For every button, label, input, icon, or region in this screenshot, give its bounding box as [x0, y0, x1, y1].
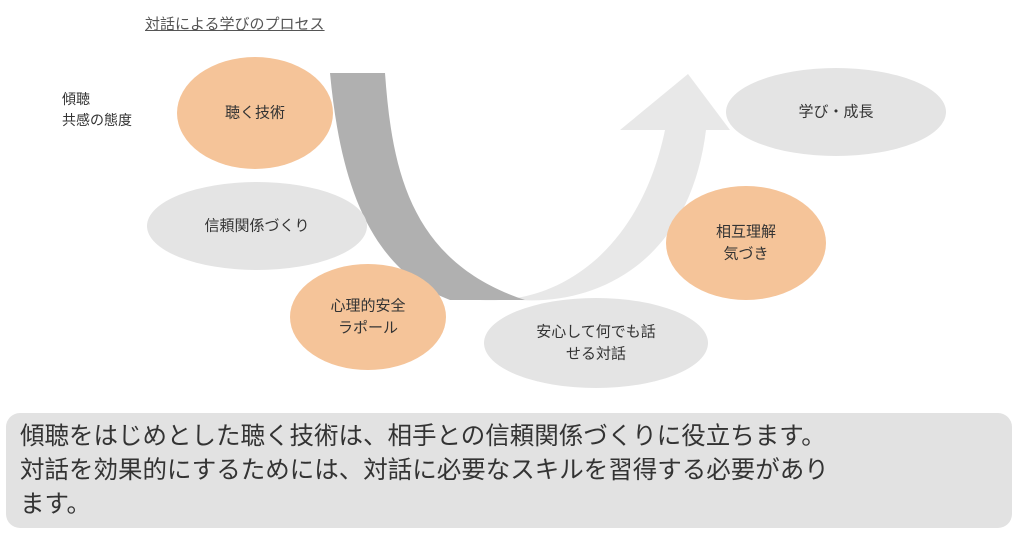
node-text: 信頼関係づくり — [204, 217, 309, 235]
summary-line-1: 傾聴をはじめとした聴く技術は、相手との信頼関係づくりに役立ちます。 — [20, 421, 826, 450]
summary-box: 傾聴をはじめとした聴く技術は、相手との信頼関係づくりに役立ちます。 対話を効果的… — [6, 413, 1012, 528]
node-psych-safety: 心理的安全 ラポール — [290, 264, 446, 370]
node-listening-skill: 聴く技術 — [177, 57, 333, 169]
node-text: 学び・成長 — [798, 103, 873, 121]
side-note-line-1: 傾聴 — [62, 92, 90, 108]
diagram-title: 対話による学びのプロセス — [145, 15, 325, 33]
node-text: 心理的安全 — [330, 297, 405, 315]
summary-line-2: 対話を効果的にするためには、対話に必要なスキルを習得する必要があり — [20, 455, 829, 484]
node-mutual-understanding: 相互理解 気づき — [666, 186, 826, 300]
node-safe-dialogue: 安心して何でも話 せる対話 — [484, 298, 708, 388]
summary-line-3: ます。 — [20, 489, 92, 518]
node-text: 気づき — [723, 245, 768, 263]
side-note: 傾聴 共感の態度 — [62, 90, 132, 132]
node-text: せる対話 — [566, 345, 626, 363]
process-diagram: 聴く技術 信頼関係づくり 心理的安全 ラポール 安心して何でも話 せる対話 相互… — [147, 57, 946, 388]
node-growth: 学び・成長 — [726, 68, 946, 156]
side-note-line-2: 共感の態度 — [62, 113, 132, 129]
node-text: 聴く技術 — [225, 104, 285, 122]
node-text: 相互理解 — [716, 223, 776, 241]
descending-band — [330, 73, 525, 300]
rising-arrow — [480, 74, 730, 301]
node-trust-building: 信頼関係づくり — [147, 182, 367, 270]
node-text: ラポール — [338, 319, 398, 337]
node-text: 安心して何でも話 — [536, 323, 656, 341]
